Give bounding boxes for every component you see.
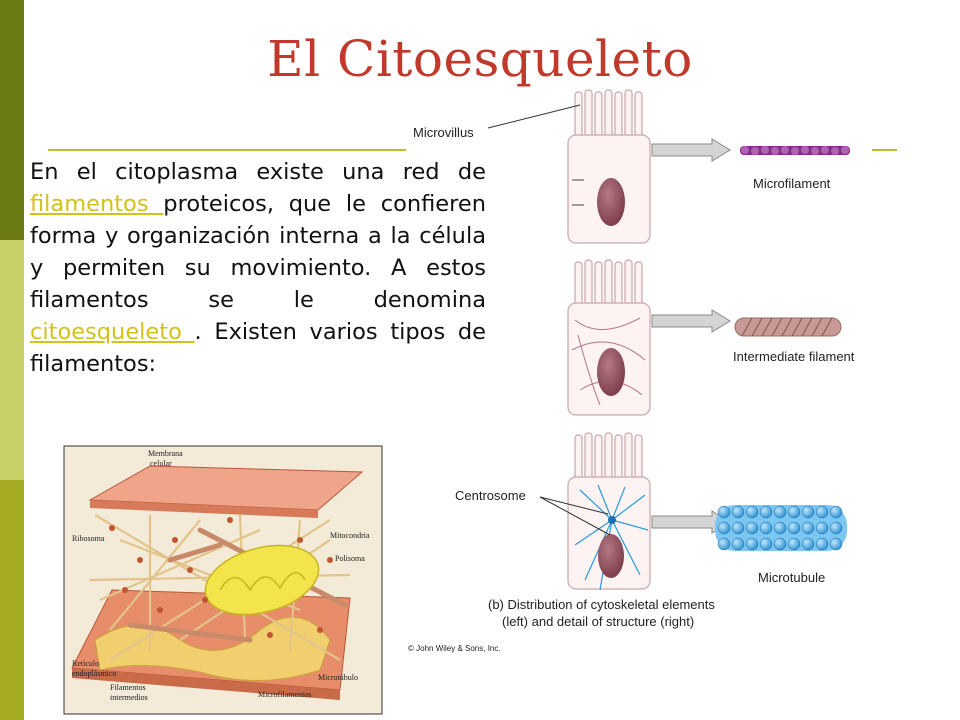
sidebar-decoration (0, 0, 24, 720)
nucleus-3 (598, 534, 624, 578)
label-microtubule: Microtubule (758, 570, 825, 585)
intermediate-filament-strand (734, 317, 842, 337)
title-rule-left (48, 149, 406, 151)
label-polisoma: Polisoma (335, 554, 365, 563)
sidebar-band-middle (0, 240, 24, 480)
cell-microtubule: Centrosome Microtubule (455, 432, 847, 591)
nucleus-1 (597, 178, 625, 226)
label-ribosoma: Ribosoma (72, 534, 105, 543)
sidebar-band-bottom (0, 480, 24, 720)
microtubule-cylinder (715, 505, 847, 551)
nucleus-2 (597, 348, 625, 396)
label-intermediate: Intermediate filament (733, 349, 855, 364)
paragraph-text-1: En el citoplasma existe una red de (30, 159, 486, 185)
label-mitocondria: Mitocondria (330, 531, 370, 540)
mitocondria-shape (204, 544, 320, 616)
label-reticulo-l2: endoplásmico (72, 669, 116, 678)
cell-microfilament: Microvillus Microfilament (413, 89, 850, 244)
label-membrana-l1: Membrana (148, 449, 183, 458)
membrana-shape (88, 465, 364, 511)
ribosoma-dots (109, 517, 333, 638)
arrow-1 (651, 138, 731, 162)
paragraph-text-2: proteicos, que le confieren forma y orga… (30, 191, 486, 313)
sidebar-band-top (0, 0, 24, 240)
label-centrosome: Centrosome (455, 488, 526, 503)
caption-line-2: (left) and detail of structure (right) (502, 614, 694, 629)
slide-title: El Citoesqueleto (267, 30, 693, 88)
cell-intermediate: Intermediate filament (567, 259, 855, 416)
label-filamentos-l2: intermedios (110, 693, 148, 702)
label-microfilamentos: Microfilamentos (258, 690, 311, 699)
label-reticulo-l1: Retículo (72, 659, 99, 668)
cell-interior-figure: Membrana celular Mitocondria Ribosoma Po… (63, 445, 383, 715)
label-filamentos-l1: Filamentos (110, 683, 146, 692)
paragraph-last-line: filamentos: (30, 351, 157, 377)
link-citoesqueleto[interactable]: citoesqueleto (30, 319, 195, 345)
label-membrana-l2: celular (150, 459, 172, 468)
caption-line-1: (b) Distribution of cytoskeletal element… (488, 597, 715, 612)
body-paragraph: En el citoplasma existe una red de filam… (30, 156, 486, 380)
title-rule-right (872, 149, 897, 151)
label-microtubulo: Microtúbulo (318, 673, 358, 682)
microfilament-strand (740, 146, 850, 155)
arrow-2 (651, 309, 731, 333)
link-filamentos[interactable]: filamentos (30, 191, 164, 217)
label-microfilament: Microfilament (753, 176, 831, 191)
copyright-text: © John Wiley & Sons, Inc. (408, 644, 501, 653)
label-microvillus: Microvillus (413, 125, 474, 140)
paragraph-text-3: . Existen varios tipos de (194, 319, 486, 345)
